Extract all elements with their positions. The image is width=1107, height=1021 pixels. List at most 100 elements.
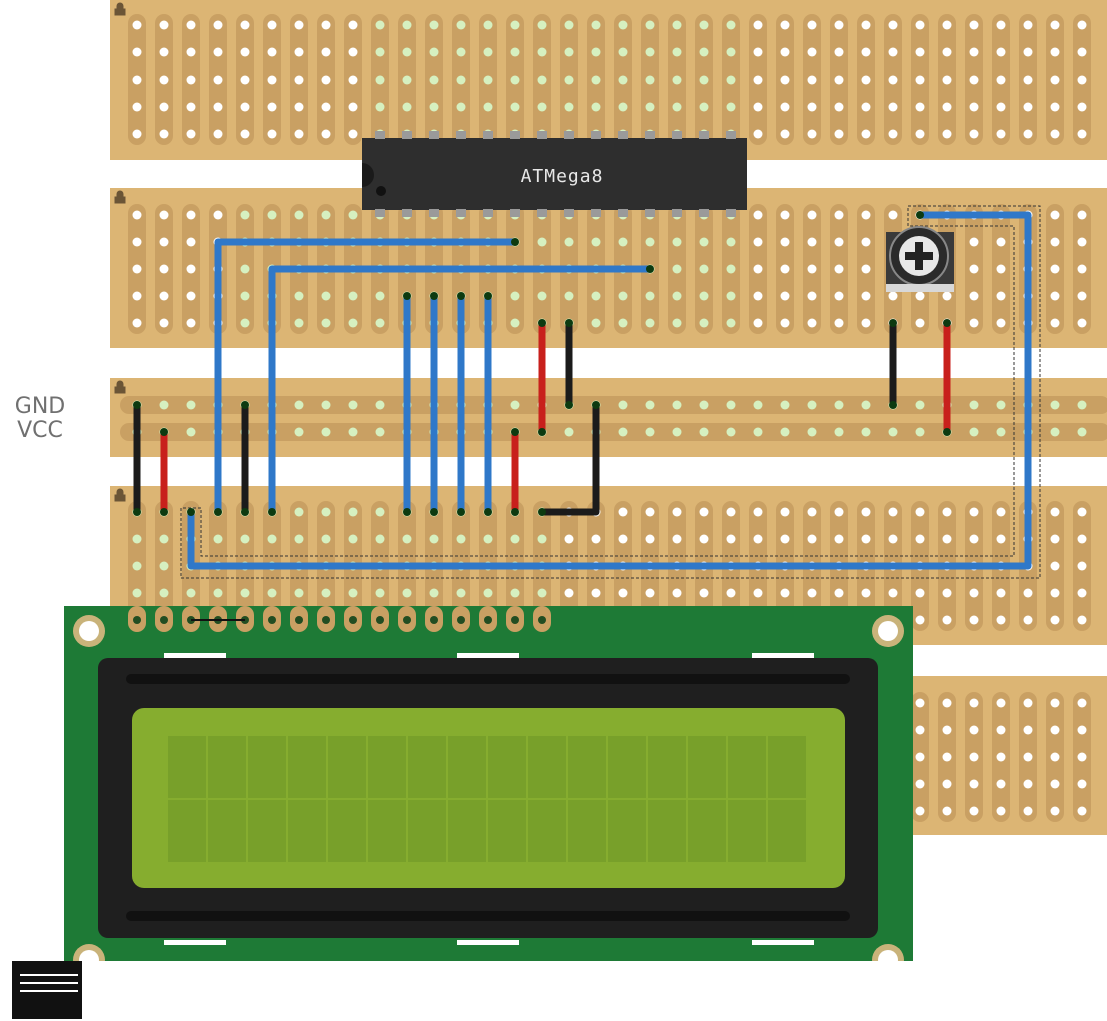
hole [510, 75, 520, 85]
hole [591, 237, 601, 247]
hole [348, 129, 358, 139]
hole [672, 588, 682, 598]
hole [942, 75, 952, 85]
hole [564, 47, 574, 57]
hole [1050, 427, 1060, 437]
hole [888, 507, 898, 517]
hole [456, 102, 466, 112]
hole [834, 264, 844, 274]
copper-strip [120, 396, 1107, 414]
hole [294, 534, 304, 544]
hole [321, 507, 331, 517]
hole [672, 291, 682, 301]
hole [429, 588, 439, 598]
hole [564, 427, 574, 437]
hole [213, 534, 223, 544]
hole [942, 725, 952, 735]
hole [564, 291, 574, 301]
hole [1023, 725, 1033, 735]
hole [969, 615, 979, 625]
hole [645, 20, 655, 30]
hole [645, 75, 655, 85]
pot-bottom [886, 284, 954, 292]
hole [753, 291, 763, 301]
hole [402, 47, 412, 57]
hole [402, 102, 412, 112]
wire-end [565, 319, 573, 327]
hole [942, 806, 952, 816]
hole [942, 47, 952, 57]
hole [186, 47, 196, 57]
hole [996, 752, 1006, 762]
hole [186, 588, 196, 598]
hole [537, 291, 547, 301]
hole [375, 588, 385, 598]
wire-end [241, 508, 249, 516]
lcd-header-pin [349, 616, 357, 624]
hole [564, 75, 574, 85]
wire-end [538, 508, 546, 516]
potentiometer-icon[interactable] [886, 226, 954, 292]
hole [699, 237, 709, 247]
hole [1023, 102, 1033, 112]
hole [348, 400, 358, 410]
hole [537, 588, 547, 598]
hole [294, 47, 304, 57]
hole [888, 20, 898, 30]
hole [807, 534, 817, 544]
lcd-module[interactable] [0, 606, 1107, 1021]
hole [321, 534, 331, 544]
hole [483, 588, 493, 598]
hole [294, 102, 304, 112]
mounting-hole-icon [79, 621, 99, 641]
hole [915, 698, 925, 708]
hole [321, 210, 331, 220]
chip-pin [483, 209, 493, 217]
hole [942, 102, 952, 112]
hole [132, 264, 142, 274]
hole [942, 129, 952, 139]
hole [1050, 210, 1060, 220]
hole [1023, 129, 1033, 139]
hole [159, 561, 169, 571]
hole [861, 427, 871, 437]
hole [753, 400, 763, 410]
hole [348, 47, 358, 57]
hole [618, 427, 628, 437]
hole [132, 20, 142, 30]
lock-icon [114, 190, 126, 204]
hole [1050, 291, 1060, 301]
lcd-char-cell [608, 736, 646, 798]
lcd-header-pin [484, 616, 492, 624]
hole [1050, 752, 1060, 762]
hole [915, 400, 925, 410]
wire-end [916, 211, 924, 219]
hole [996, 102, 1006, 112]
atmega8-chip[interactable]: ATMega8 [362, 131, 747, 217]
hole [159, 400, 169, 410]
hole [321, 427, 331, 437]
hole [1077, 588, 1087, 598]
hole [132, 102, 142, 112]
hole [186, 237, 196, 247]
hole [645, 237, 655, 247]
hole [348, 20, 358, 30]
lcd-header-pin [511, 616, 519, 624]
hole [996, 20, 1006, 30]
hole [834, 237, 844, 247]
hole [888, 210, 898, 220]
hole [1050, 237, 1060, 247]
hole [1050, 725, 1060, 735]
hole [753, 237, 763, 247]
hole [807, 75, 817, 85]
hole [969, 237, 979, 247]
wire-end [403, 292, 411, 300]
vcc-label: VCC [17, 418, 63, 443]
hole [1077, 561, 1087, 571]
hole [942, 588, 952, 598]
hole [699, 291, 709, 301]
hole [942, 20, 952, 30]
hole [213, 210, 223, 220]
hole [915, 318, 925, 328]
wire-black [538, 401, 600, 516]
